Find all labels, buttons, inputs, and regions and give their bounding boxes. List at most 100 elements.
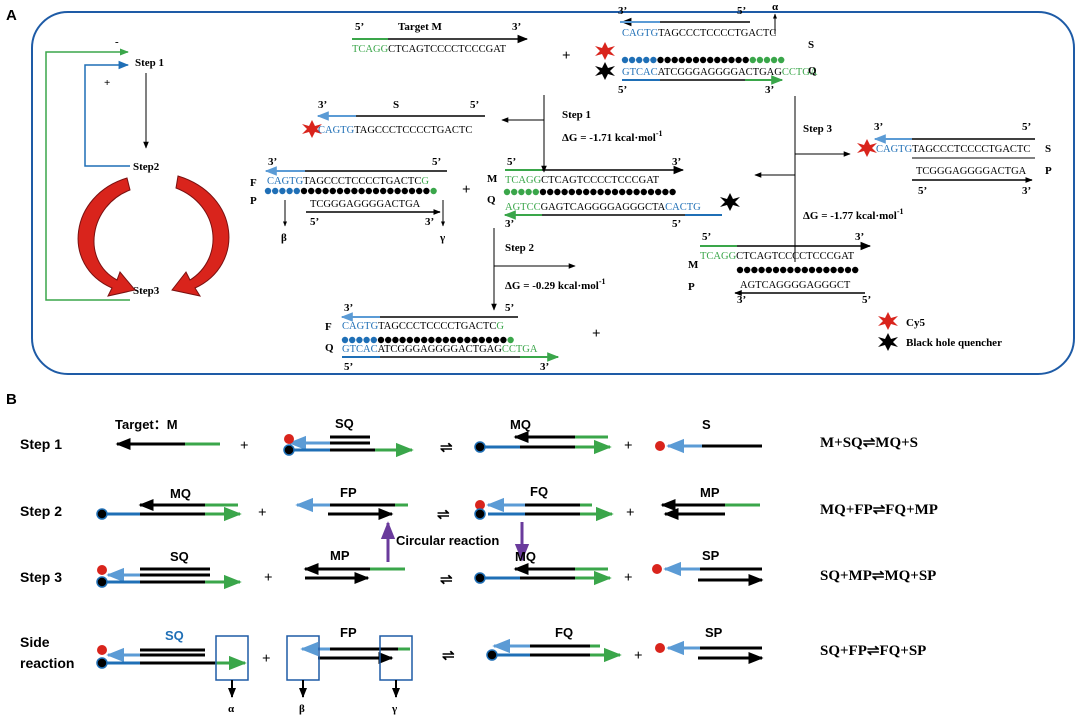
step3-dg: ΔG = -1.77 kcal·mol-1 bbox=[803, 207, 904, 222]
fp-f-seq: CAGTGTAGCCCTCCCCTGACTCG bbox=[267, 176, 429, 187]
base-pair-dot bbox=[749, 56, 756, 64]
base-pair-dot bbox=[399, 336, 406, 344]
cycle-plus: + bbox=[104, 77, 110, 89]
mq-bhq-star bbox=[720, 193, 740, 211]
base-pair-dot bbox=[837, 266, 844, 274]
base-pair-dot bbox=[471, 336, 478, 344]
base-pair-dot bbox=[742, 56, 749, 64]
b-eq4: SQ+FP⇌FQ+SP bbox=[820, 643, 926, 659]
b4-alpha-box bbox=[215, 635, 249, 681]
cycle-step1-label: Step 1 bbox=[135, 57, 164, 69]
b2-fq-bhq-icon bbox=[474, 508, 486, 520]
base-pair-dot bbox=[341, 336, 349, 344]
b2-fq-cy5-icon bbox=[475, 500, 485, 510]
base-pair-dot bbox=[518, 188, 525, 196]
sq-dots bbox=[621, 56, 785, 64]
base-pair-dot bbox=[351, 187, 358, 195]
base-pair-dot bbox=[650, 56, 657, 64]
legend-cy5-icon bbox=[878, 312, 898, 330]
b4-sq: SQ α bbox=[96, 628, 249, 715]
base-pair-dot bbox=[678, 56, 685, 64]
fp-b3: 3’ bbox=[425, 216, 434, 228]
base-pair-dot bbox=[385, 336, 392, 344]
target-m-strand: 5’ Target M 3’ TCAGGCTCAGTCCCCTCCCGAT bbox=[352, 21, 529, 55]
base-pair-dot bbox=[699, 56, 707, 64]
b3-sp: SP bbox=[652, 548, 764, 586]
fp-p-label: P bbox=[250, 195, 257, 207]
b3-mq-label: MQ bbox=[515, 549, 536, 564]
beta-label: β bbox=[281, 232, 287, 244]
base-pair-dot bbox=[322, 187, 329, 195]
mq-m-label: M bbox=[487, 173, 498, 185]
b4-sq-bhq-icon bbox=[96, 657, 108, 669]
base-pair-dot bbox=[416, 187, 423, 195]
base-pair-dot bbox=[401, 187, 408, 195]
b3-sp-label: SP bbox=[702, 548, 720, 563]
base-pair-dot bbox=[671, 56, 678, 64]
step3-arrows: Step 3 ΔG = -1.77 kcal·mol-1 bbox=[754, 96, 904, 262]
base-pair-dot bbox=[300, 187, 308, 195]
base-pair-dot bbox=[852, 266, 859, 274]
b2-mp-label: MP bbox=[700, 485, 720, 500]
fq-q-seq: GTCACATCGGGAGGGGACTGAGCCTGA bbox=[342, 344, 538, 355]
b4-sq-cy5-icon bbox=[97, 645, 107, 655]
sq-s-seq: CAGTGTAGCCCTCCCCTGACTC bbox=[622, 28, 776, 39]
base-pair-dot bbox=[547, 188, 554, 196]
panel-a-frame bbox=[31, 11, 1075, 375]
base-pair-dot bbox=[751, 266, 758, 274]
b4-fp-label: FP bbox=[340, 625, 357, 640]
b3-sq-cy5-icon bbox=[97, 565, 107, 575]
fq-duplex: 3’ 5’ CAGTGTAGCCCTCCCCTGACTCG GTCACATCGG… bbox=[325, 302, 560, 373]
base-pair-dot bbox=[372, 187, 380, 195]
plus-a3: + bbox=[592, 326, 601, 342]
base-pair-dot bbox=[423, 187, 430, 195]
b2-mq: MQ bbox=[96, 486, 242, 522]
b4-fq: FQ bbox=[486, 625, 622, 663]
target-m-title: Target M bbox=[398, 21, 443, 33]
free-s-cy5-star bbox=[302, 120, 322, 138]
base-pair-dot bbox=[561, 188, 568, 196]
panel-a-label: A bbox=[6, 7, 17, 24]
mq-5: 5’ bbox=[507, 156, 516, 168]
base-pair-dot bbox=[619, 188, 626, 196]
base-pair-dot bbox=[442, 336, 449, 344]
b3-plus1: + bbox=[264, 570, 273, 586]
b-eq1: M+SQ⇌MQ+S bbox=[820, 435, 918, 451]
base-pair-dot bbox=[801, 266, 808, 274]
mp-5: 5’ bbox=[702, 231, 711, 243]
mp-b3: 3’ bbox=[737, 294, 746, 306]
mq-dots bbox=[503, 188, 676, 196]
base-pair-dot bbox=[692, 56, 700, 64]
base-pair-dot bbox=[794, 266, 801, 274]
base-pair-dot bbox=[493, 336, 500, 344]
base-pair-dot bbox=[844, 266, 852, 274]
base-pair-dot bbox=[336, 187, 344, 195]
mp-m-label: M bbox=[688, 259, 699, 271]
base-pair-dot bbox=[830, 266, 837, 274]
b3-mq-bhq-icon bbox=[474, 572, 486, 584]
fq-f-label: F bbox=[325, 321, 332, 333]
b4-beta-box bbox=[286, 635, 320, 681]
base-pair-dot bbox=[532, 188, 539, 196]
base-pair-dot bbox=[685, 56, 693, 64]
base-pair-dot bbox=[721, 56, 728, 64]
b1-sq-cy5-icon bbox=[284, 434, 294, 444]
mq-q-label: Q bbox=[487, 194, 496, 206]
fq-b3: 3’ bbox=[540, 361, 549, 373]
sq-bot-5: 5’ bbox=[618, 84, 627, 96]
mp-b5: 5’ bbox=[862, 294, 871, 306]
base-pair-dot bbox=[707, 56, 714, 64]
step2-label: Step 2 bbox=[505, 242, 535, 254]
b4-fq-label: FQ bbox=[555, 625, 573, 640]
b-step3-label: Step 3 bbox=[20, 569, 62, 585]
b1-mq-bhq-icon bbox=[474, 441, 486, 453]
step3-label: Step 3 bbox=[803, 123, 833, 135]
circular-reaction-label: Circular reaction bbox=[396, 533, 499, 548]
fq-3: 3’ bbox=[344, 302, 353, 314]
base-pair-dot bbox=[780, 266, 787, 274]
b4-sp-label: SP bbox=[705, 625, 723, 640]
legend: Cy5 Black hole quencher bbox=[878, 312, 1002, 351]
sq-top-3: 3’ bbox=[618, 5, 627, 17]
b1-s-cy5-icon bbox=[655, 441, 665, 451]
